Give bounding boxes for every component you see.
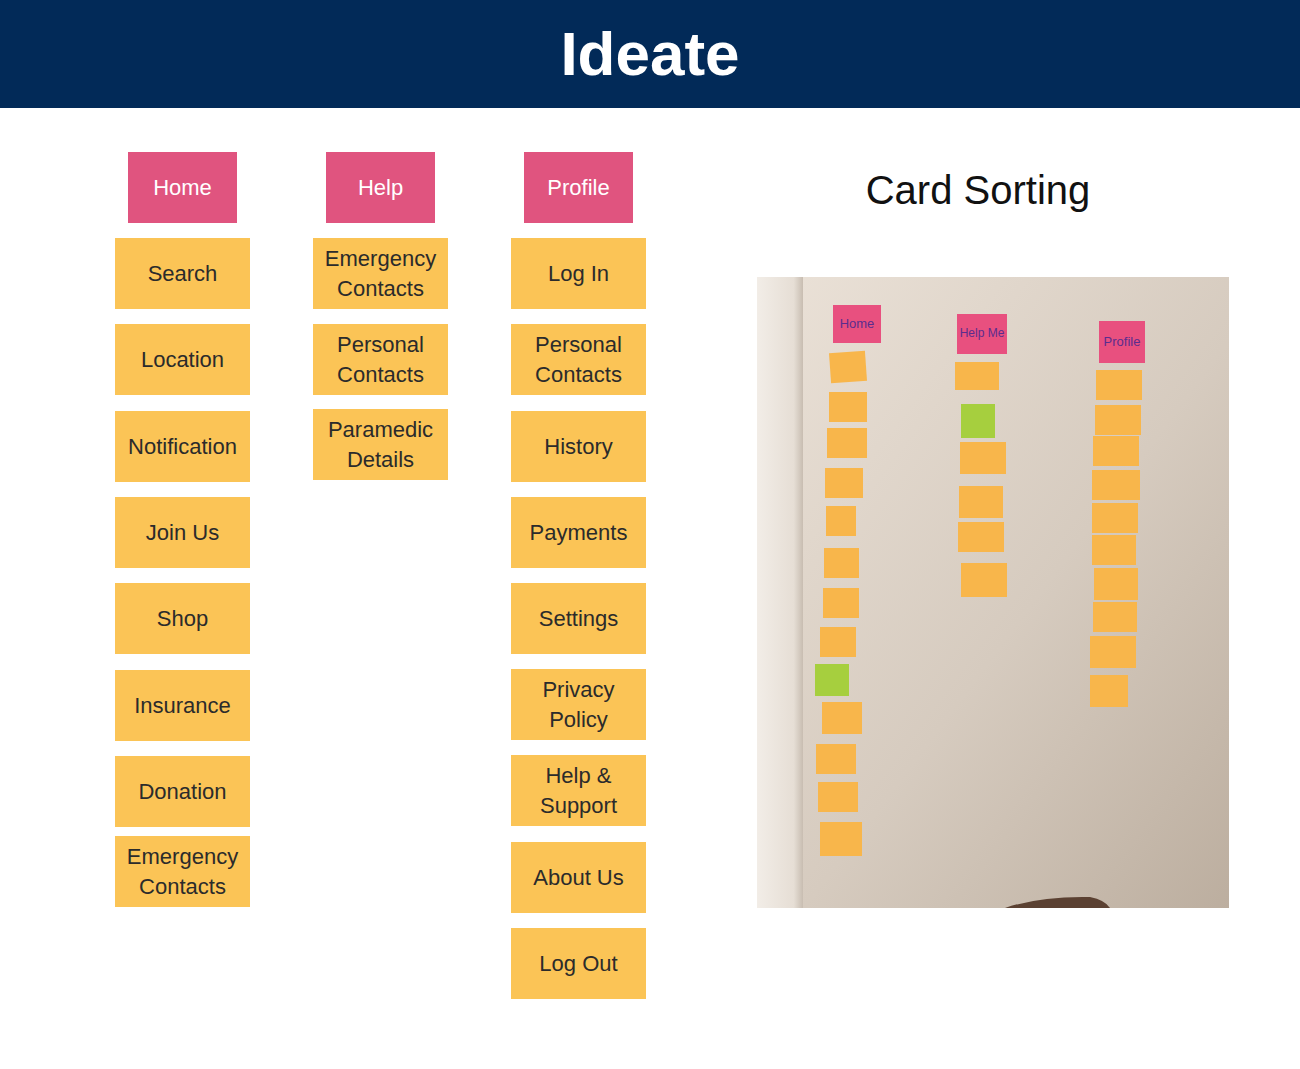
sticky-note: [829, 392, 867, 422]
card-text: Search: [148, 259, 218, 288]
sticky-note: [820, 822, 862, 856]
sticky-note: [1099, 321, 1145, 363]
sticky-note: [1096, 370, 1142, 400]
card-text: Shop: [157, 604, 208, 633]
sticky-note: [822, 702, 862, 734]
sticky-note: [818, 782, 858, 812]
sticky-note: [833, 305, 881, 343]
card: Insurance: [115, 670, 250, 741]
sticky-note: [827, 428, 867, 458]
sticky-note: [1090, 675, 1128, 707]
sticky-note: [1095, 405, 1141, 435]
sticky-note: [960, 442, 1006, 474]
photo-note-text: Home: [840, 317, 875, 331]
photo-note-text: Profile: [1104, 335, 1141, 349]
card: About Us: [511, 842, 646, 913]
card: Notification: [115, 411, 250, 482]
card: Settings: [511, 583, 646, 654]
wall: [757, 277, 1229, 908]
card-text: Join Us: [146, 518, 219, 547]
category-header: Help: [326, 152, 435, 223]
card-text: Personal Contacts: [517, 330, 641, 388]
sticky-note: [815, 664, 849, 696]
card: Search: [115, 238, 250, 309]
sticky-notes-help: [955, 314, 1007, 597]
card-text: Log Out: [539, 949, 617, 978]
sticky-note: [958, 522, 1004, 552]
section-heading: Card Sorting: [866, 168, 1091, 212]
sticky-note: [1093, 602, 1137, 632]
card-text: Personal Contacts: [319, 330, 443, 388]
sticky-note: [816, 744, 856, 774]
card: Location: [115, 324, 250, 395]
header-text: Profile: [547, 173, 609, 202]
card-text: Paramedic Details: [319, 415, 443, 473]
card-text: Settings: [539, 604, 619, 633]
sticky-note: [823, 588, 859, 618]
card: Payments: [511, 497, 646, 568]
sticky-note: [1092, 503, 1138, 533]
card: Privacy Policy: [511, 669, 646, 740]
title-bar: Ideate: [0, 0, 1300, 108]
sticky-note: [824, 548, 859, 578]
card: Emergency Contacts: [115, 836, 250, 907]
card: Join Us: [115, 497, 250, 568]
card: Paramedic Details: [313, 409, 448, 480]
card-text: Payments: [530, 518, 628, 547]
wall-edge: [757, 277, 803, 908]
card-text: Emergency Contacts: [121, 842, 245, 900]
photo-note-text: Help Me: [960, 327, 1005, 340]
card-text: Notification: [128, 432, 237, 461]
card: History: [511, 411, 646, 482]
card-text: History: [544, 432, 612, 461]
category-header: Home: [128, 152, 237, 223]
sticky-note: [957, 314, 1007, 354]
sticky-note: [825, 468, 863, 498]
sticky-note: [1094, 568, 1138, 600]
sticky-note: [826, 506, 856, 536]
card-text: Emergency Contacts: [319, 244, 443, 302]
card: Help & Support: [511, 755, 646, 826]
card: Log Out: [511, 928, 646, 999]
sticky-note: [959, 486, 1003, 518]
card: Donation: [115, 756, 250, 827]
header-text: Help: [358, 173, 403, 202]
page-title: Ideate: [560, 23, 739, 85]
card-text: Privacy Policy: [517, 675, 641, 733]
sticky-note: [1092, 535, 1136, 565]
card: Shop: [115, 583, 250, 654]
sticky-note: [1092, 470, 1140, 500]
card-text: Location: [141, 345, 224, 374]
card: Personal Contacts: [511, 324, 646, 395]
photo: [757, 277, 1229, 908]
sticky-note: [829, 351, 867, 383]
card-text: Help & Support: [517, 761, 641, 819]
card-text: Insurance: [134, 691, 231, 720]
sticky-note: [1093, 436, 1139, 466]
card: Emergency Contacts: [313, 238, 448, 309]
card-text: Log In: [548, 259, 609, 288]
sticky-note: [961, 404, 995, 438]
floor-object: [1005, 897, 1110, 908]
sticky-note: [961, 563, 1007, 597]
card-text: About Us: [533, 863, 624, 892]
header-text: Home: [153, 173, 212, 202]
sticky-notes-profile: [1090, 321, 1145, 707]
card: Personal Contacts: [313, 324, 448, 395]
sticky-notes-home: [815, 305, 881, 856]
category-header: Profile: [524, 152, 633, 223]
sticky-note: [1090, 636, 1136, 668]
card: Log In: [511, 238, 646, 309]
sticky-note: [820, 627, 856, 657]
sticky-note: [955, 362, 999, 390]
card-text: Donation: [138, 777, 226, 806]
